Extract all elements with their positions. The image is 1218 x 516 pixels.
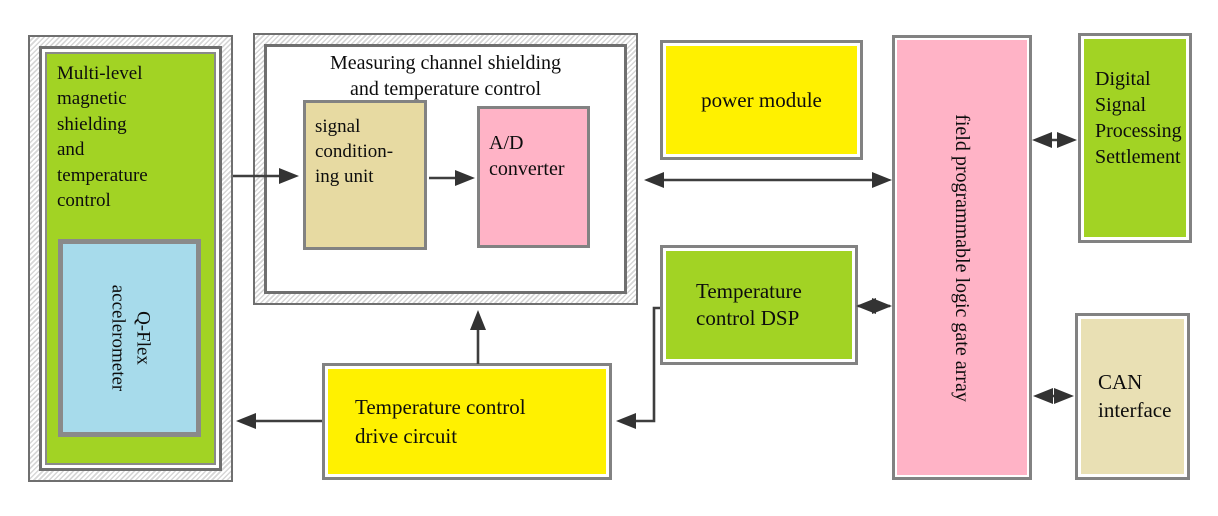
- signal-conditioning-block: signal condition- ing unit: [303, 100, 427, 250]
- can-interface-block: CAN interface: [1075, 313, 1190, 480]
- multi-level-shield-block: Multi-level magnetic shielding and tempe…: [45, 52, 216, 465]
- qflex-accelerometer-label: Q-Flex accelerometer: [107, 284, 154, 392]
- ad-converter-block: A/D converter: [477, 106, 590, 248]
- measuring-channel-enclosure-inner: Measuring channel shielding and temperat…: [264, 44, 627, 294]
- power-module-label: power module: [701, 87, 822, 112]
- fpga-block: field programmable logic gate array: [892, 35, 1032, 480]
- magnetic-shield-enclosure: Multi-level magnetic shielding and tempe…: [28, 35, 233, 482]
- arrow-dsp-to-drive: [616, 306, 660, 429]
- arrow-fpga-dsps: [1032, 132, 1077, 148]
- qflex-accelerometer-block: Q-Flex accelerometer: [58, 239, 201, 437]
- drive-circuit-label: Temperature control drive circuit: [355, 395, 526, 448]
- dsp-settlement-block: Digital Signal Processing Settlement: [1078, 33, 1192, 243]
- arrow-drive-to-shield: [236, 413, 322, 429]
- temperature-control-dsp-block: Temperature control DSP: [660, 245, 858, 365]
- fpga-label: field programmable logic gate array: [951, 113, 973, 402]
- arrow-drive-to-measuring: [470, 310, 486, 364]
- drive-circuit-block: Temperature control drive circuit: [322, 363, 612, 480]
- temperature-control-dsp-label: Temperature control DSP: [696, 278, 802, 330]
- magnetic-shield-enclosure-inner: Multi-level magnetic shielding and tempe…: [39, 46, 222, 471]
- measuring-channel-title: Measuring channel shielding and temperat…: [329, 52, 562, 100]
- power-module-block: power module: [660, 40, 863, 160]
- arrow-fpga-can: [1033, 388, 1074, 404]
- arrow-dsp-fpga: [856, 298, 892, 314]
- measuring-channel-enclosure: Measuring channel shielding and temperat…: [253, 33, 638, 305]
- arrow-measuring-fpga: [644, 172, 892, 188]
- can-interface-label: CAN interface: [1098, 369, 1172, 422]
- multi-level-shield-label: Multi-level magnetic shielding and tempe…: [57, 63, 148, 212]
